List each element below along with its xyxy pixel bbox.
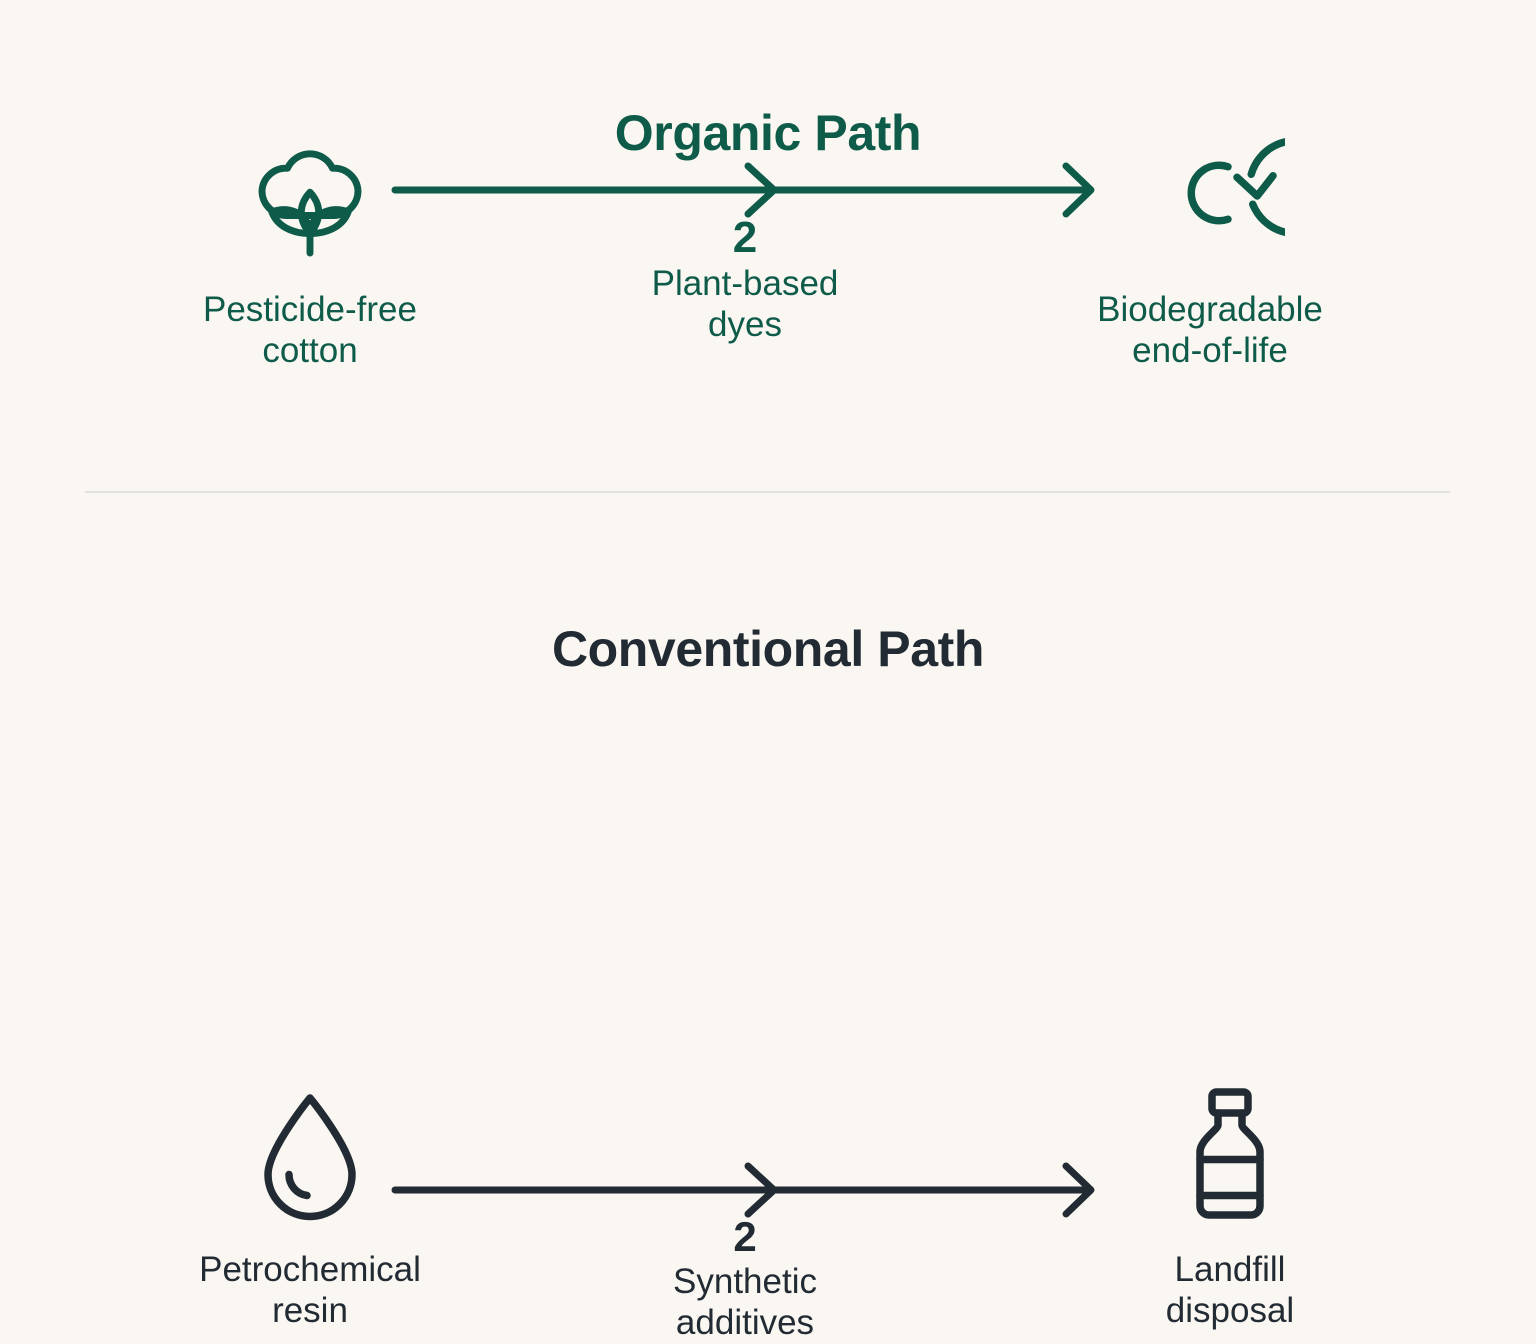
cotton-boll-icon bbox=[120, 118, 500, 268]
conventional-stage-end: Landfill disposal bbox=[1040, 1080, 1420, 1332]
conventional-step-number: 2 bbox=[733, 1213, 757, 1260]
section-divider bbox=[85, 491, 1450, 493]
conventional-step-label: Synthetic additives bbox=[673, 1262, 817, 1342]
conventional-step-block: 2 Synthetic additives bbox=[390, 1216, 1100, 1344]
organic-connector: 2 Plant-based dyes bbox=[390, 160, 1100, 344]
organic-step-number: 2 bbox=[732, 213, 758, 262]
conventional-path-row: Conventional Path Petrochemical resin bbox=[0, 500, 1536, 1342]
organic-path-title: Organic Path bbox=[614, 104, 922, 161]
conventional-arrow-icon bbox=[391, 1162, 1095, 1218]
organic-step-block: 2 Plant-based dyes bbox=[390, 216, 1100, 346]
organic-stage-start: Pesticide-free cotton bbox=[120, 118, 500, 372]
bottle-icon bbox=[1040, 1080, 1420, 1230]
organic-start-caption: Pesticide-free cotton bbox=[203, 290, 417, 370]
organic-end-caption: Biodegradable end-of-life bbox=[1097, 290, 1323, 370]
organic-step-label: Plant-based dyes bbox=[651, 264, 839, 344]
organic-stage-end: Biodegradable end-of-life bbox=[1020, 118, 1400, 372]
conventional-end-caption: Landfill disposal bbox=[1165, 1250, 1295, 1330]
organic-path-row: Organic Path bbox=[0, 0, 1536, 470]
recycle-loop-icon bbox=[1020, 118, 1400, 268]
organic-arrow-icon bbox=[391, 162, 1095, 218]
conventional-path-title: Conventional Path bbox=[551, 620, 985, 677]
conventional-connector: 2 Synthetic additives bbox=[390, 1160, 1100, 1342]
